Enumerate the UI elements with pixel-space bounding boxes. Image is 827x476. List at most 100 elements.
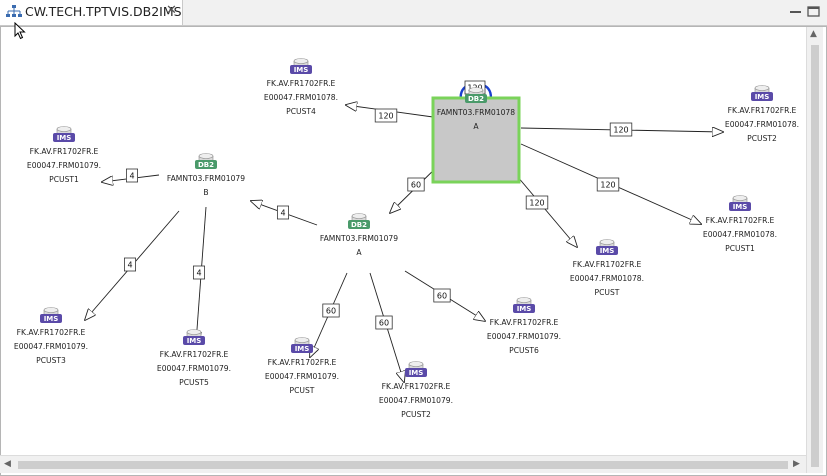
vertical-scrollbar[interactable]: ▲ xyxy=(806,27,823,473)
db2-database-icon: DB2 xyxy=(195,153,217,169)
horizontal-scroll-thumb[interactable] xyxy=(18,461,788,469)
edge-a2-to-pcustb[interactable]: 60 xyxy=(310,272,348,357)
scroll-up-icon[interactable]: ▲ xyxy=(810,29,817,39)
edge-root-to-pcust1a[interactable]: 120 xyxy=(520,143,701,224)
edge-label-box xyxy=(407,177,425,192)
scroll-left-icon[interactable]: ◀ xyxy=(4,459,11,469)
edge-label: 4 xyxy=(280,209,285,218)
mouse-cursor-icon xyxy=(14,22,26,40)
edge-label-box xyxy=(609,122,633,137)
ims-database-icon: IMS xyxy=(729,195,751,211)
edge-label-box xyxy=(374,108,398,123)
edge-label: 120 xyxy=(529,199,544,208)
dependency-graph[interactable]: 120120120120120604606060444 DB2FAMNT03.F… xyxy=(1,27,806,455)
db-type-badge: IMS xyxy=(294,66,309,74)
scroll-right-icon[interactable]: ▶ xyxy=(793,459,800,469)
ims-database-icon: IMS xyxy=(405,361,427,377)
edge-label-box xyxy=(192,265,205,280)
db-type-badge: IMS xyxy=(733,203,748,211)
node-label-line: A xyxy=(356,248,362,257)
db-type-badge: IMS xyxy=(44,315,59,323)
maximize-icon[interactable] xyxy=(806,5,821,19)
node-pcust4[interactable]: IMS FK.AV.FR1702FR.E E00047.FRM01078. PCUST… xyxy=(264,58,338,117)
editor-tab-bar: CW.TECH.TPTVIS.DB2IMS ✕ xyxy=(0,0,827,26)
horizontal-scrollbar[interactable]: ◀ ▶ xyxy=(0,455,806,473)
db2-database-icon: DB2 xyxy=(348,213,370,229)
node-pcust1b[interactable]: IMSFK.AV.FR1702FR.EE00047.FRM01079.PCUST… xyxy=(27,126,101,185)
ims-database-icon: IMS xyxy=(183,329,205,345)
node-pcust2a[interactable]: IMSFK.AV.FR1702FR.EE00047.FRM01078.PCUST… xyxy=(725,85,799,144)
node-label-line: E00047.FRM01078. xyxy=(703,230,777,239)
node-label-line: E00047.FRM01078. xyxy=(264,93,338,102)
node-label-line: FK.AV.FR1702FR.E xyxy=(728,106,797,115)
edge-a2-to-pcust6[interactable]: 60 xyxy=(404,270,485,321)
edge-label: 4 xyxy=(127,261,132,270)
node-pcust6[interactable]: IMSFK.AV.FR1702FR.EE00047.FRM01079.PCUST… xyxy=(487,297,561,356)
ims-database-icon: IMS xyxy=(53,126,75,142)
node-pcust2b[interactable]: IMSFK.AV.FR1702FR.EE00047.FRM01079.PCUST… xyxy=(379,361,453,420)
ims-database-icon: IMS xyxy=(596,239,618,255)
edge-label: 60 xyxy=(379,319,389,328)
editor-tab[interactable]: CW.TECH.TPTVIS.DB2IMS ✕ xyxy=(0,0,183,25)
node-label-line: PCUST2 xyxy=(401,410,431,419)
edge-b-to-pcust5[interactable]: 4 xyxy=(192,206,207,343)
db-type-badge: IMS xyxy=(409,369,424,377)
edge-label-box xyxy=(525,195,549,210)
edge-label-box xyxy=(126,168,139,183)
node-pcust5[interactable]: IMSFK.AV.FR1702FR.EE00047.FRM01079.PCUST… xyxy=(157,329,231,388)
edge-label: 120 xyxy=(613,126,628,135)
node-label-line: A xyxy=(473,122,479,131)
node-label-line: FAMNT03.FRM01079 xyxy=(167,174,245,183)
vertical-scroll-thumb[interactable] xyxy=(811,45,819,467)
db-type-badge: DB2 xyxy=(198,161,214,169)
edge-a2-to-pcust2b[interactable]: 60 xyxy=(369,272,404,382)
node-label-line: PCUST xyxy=(290,386,315,395)
db-type-badge: DB2 xyxy=(351,221,367,229)
diagram-canvas[interactable]: 120120120120120604606060444 DB2FAMNT03.F… xyxy=(0,26,827,476)
db-type-badge: IMS xyxy=(755,93,770,101)
ims-database-icon: IMS xyxy=(513,297,535,313)
node-pcust1a[interactable]: IMSFK.AV.FR1702FR.EE00047.FRM01078.PCUST… xyxy=(703,195,777,254)
tab-title: CW.TECH.TPTVIS.DB2IMS xyxy=(25,4,182,19)
node-label-line: PCUST3 xyxy=(36,356,66,365)
node-label-line: FAMNT03.FRM01079 xyxy=(320,234,398,243)
edge-label: 4 xyxy=(129,172,134,181)
minimize-icon[interactable] xyxy=(788,5,803,19)
db-type-badge: IMS xyxy=(517,305,532,313)
edge-label: 60 xyxy=(326,307,336,316)
node-label-line: PCUST2 xyxy=(747,134,777,143)
node-label-line: PCUST4 xyxy=(286,107,316,116)
edge-b-to-pcust1b[interactable]: 4 xyxy=(102,168,160,183)
edge-label-box xyxy=(124,257,137,272)
node-label-line: PCUST1 xyxy=(49,175,79,184)
db-type-badge: IMS xyxy=(187,337,202,345)
edge-root-to-pcust2a[interactable]: 120 xyxy=(520,122,723,137)
ims-database-icon: IMS xyxy=(751,85,773,101)
node-label-line: FAMNT03.FRM01078 xyxy=(437,108,515,117)
edge-label: 60 xyxy=(411,181,421,190)
edge-root-to-a2[interactable]: 60 xyxy=(390,157,447,213)
node-pcust3[interactable]: IMSFK.AV.FR1702FR.EE00047.FRM01079.PCUST… xyxy=(14,307,88,366)
edge-label-box xyxy=(596,177,620,192)
edge-a2-to-b[interactable]: 4 xyxy=(251,201,318,226)
edge-b-to-pcust3[interactable]: 4 xyxy=(85,210,180,320)
db-type-badge: IMS xyxy=(295,345,310,353)
node-label-line: E00047.FRM01078. xyxy=(570,274,644,283)
node-label-line: B xyxy=(203,188,208,197)
node-label-line: PCUST1 xyxy=(725,244,755,253)
edge-label-box xyxy=(322,303,340,318)
edge-label: 4 xyxy=(196,269,201,278)
node-label-line: FK.AV.FR1702FR.E xyxy=(267,79,336,88)
edge-label: 120 xyxy=(600,181,615,190)
edge-label: 120 xyxy=(378,112,393,121)
node-label-line: E00047.FRM01079. xyxy=(14,342,88,351)
close-icon[interactable]: ✕ xyxy=(166,3,177,18)
db-type-badge: IMS xyxy=(600,247,615,255)
edge-root-to-pcust4[interactable]: 120 xyxy=(346,105,434,123)
node-label-line: FK.AV.FR1702FR.E xyxy=(382,382,451,391)
